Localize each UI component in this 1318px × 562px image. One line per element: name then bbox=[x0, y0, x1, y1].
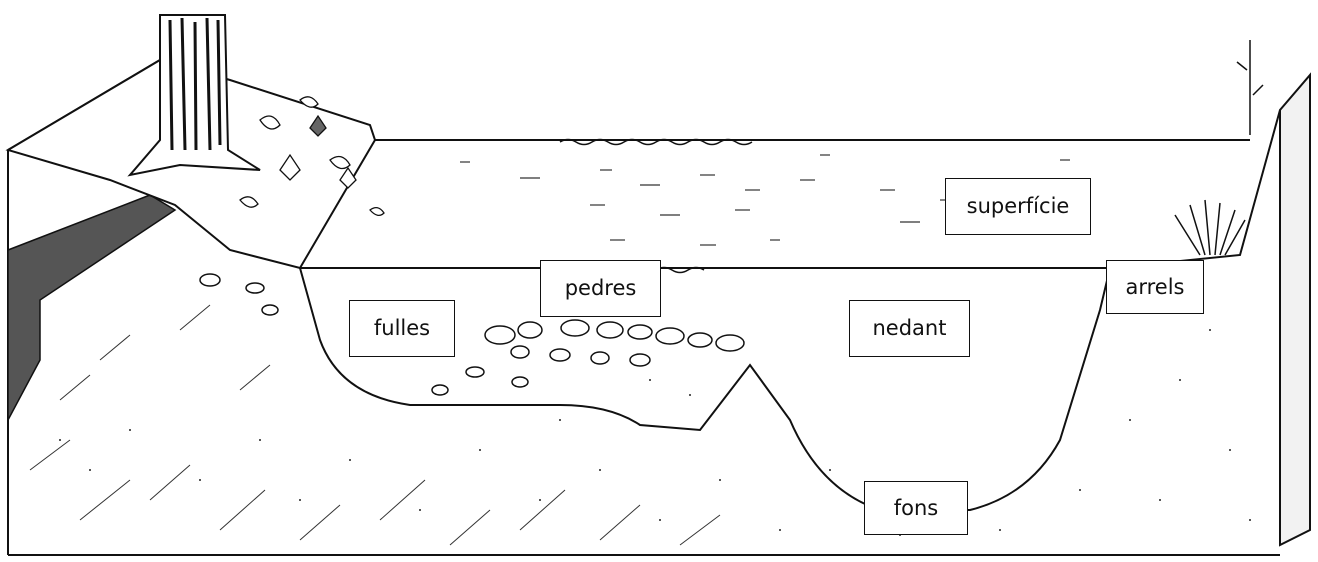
label-superficie: superfície bbox=[945, 178, 1091, 235]
right-bank-slope bbox=[1110, 110, 1280, 545]
dark-bank-layer bbox=[8, 195, 175, 420]
block-right-edge bbox=[1280, 75, 1310, 545]
label-nedant: nedant bbox=[849, 300, 970, 357]
stones-cluster bbox=[200, 274, 744, 395]
ground-stipple bbox=[59, 329, 1251, 536]
label-fulles: fulles bbox=[349, 300, 455, 357]
label-pedres: pedres bbox=[540, 260, 661, 317]
label-arrels: arrels bbox=[1106, 260, 1204, 314]
label-fons: fons bbox=[864, 481, 968, 535]
